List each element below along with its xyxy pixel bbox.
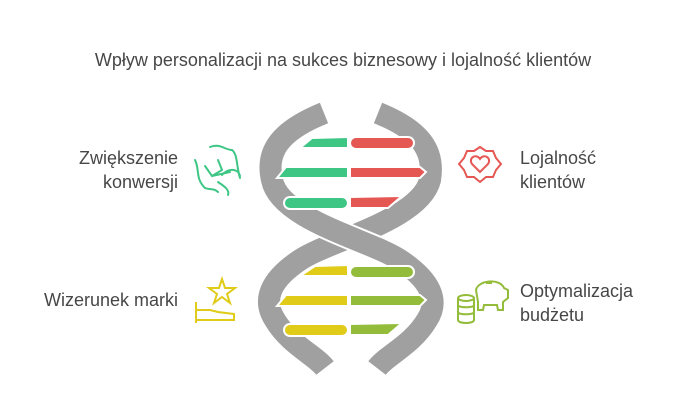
rung-red-3 bbox=[349, 194, 405, 209]
heart-badge-icon bbox=[457, 145, 503, 184]
handshake-icon bbox=[194, 144, 241, 196]
label-line: klientów bbox=[520, 172, 586, 192]
label-line: Lojalność bbox=[520, 148, 597, 168]
rung-green-2 bbox=[274, 166, 349, 179]
rung-red-1 bbox=[349, 136, 415, 150]
rung-green-3 bbox=[283, 196, 349, 210]
rung-red-2 bbox=[349, 166, 428, 179]
label-line: budżetu bbox=[520, 305, 585, 325]
rung-green-1 bbox=[297, 135, 349, 149]
label-zwiekszenie-konwersji: Zwiększenie konwersji bbox=[79, 146, 178, 194]
rung-olive-3 bbox=[349, 321, 405, 336]
rung-yellow-3 bbox=[283, 323, 349, 337]
rung-olive-2 bbox=[349, 294, 428, 307]
label-lojalnosc-klientow: Lojalność klientów bbox=[520, 146, 596, 194]
piggy-bank-coins-icon bbox=[457, 280, 509, 324]
star-hand-icon bbox=[195, 275, 238, 323]
label-line: Zwiększenie bbox=[78, 148, 178, 168]
label-line: Wizerunek marki bbox=[43, 290, 178, 310]
label-line: Optymalizacja bbox=[520, 281, 634, 301]
rung-yellow-1 bbox=[296, 263, 349, 277]
diagram-title: Wpływ personalizacji na sukces biznesowy… bbox=[94, 50, 592, 70]
label-wizerunek-marki: Wizerunek marki bbox=[44, 288, 178, 312]
rung-olive-1 bbox=[349, 265, 415, 279]
label-optymalizacja-budzetu: Optymalizacja budżetu bbox=[520, 279, 633, 327]
label-line: konwersji bbox=[102, 172, 178, 192]
rung-yellow-2 bbox=[274, 294, 349, 307]
